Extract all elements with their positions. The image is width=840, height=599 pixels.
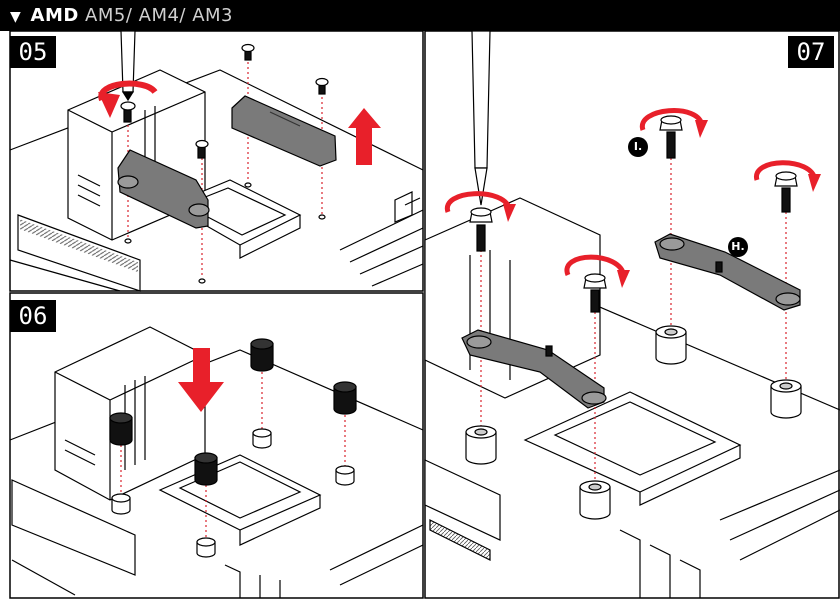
bracket-lifted bbox=[231, 95, 337, 167]
pcie-slot-07 bbox=[424, 459, 501, 541]
standoffs-base-06 bbox=[111, 428, 355, 558]
header-bar: ▼ AMD AM5/ AM4/ AM3 bbox=[0, 0, 840, 31]
rotation-arrows-07 bbox=[445, 108, 818, 277]
panel-06-drawing bbox=[9, 326, 424, 598]
header-sockets: AM5/ AM4/ AM3 bbox=[85, 5, 234, 26]
panel-06 bbox=[9, 292, 424, 599]
header-title: ▼ AMD AM5/ AM4/ AM3 bbox=[10, 5, 233, 26]
screws-05 bbox=[120, 43, 329, 159]
panel-05-drawing bbox=[9, 30, 424, 292]
bracket-upper bbox=[654, 233, 801, 311]
screws-07 bbox=[469, 115, 798, 313]
screwdriver-07 bbox=[471, 30, 491, 169]
step-badge-07: 07 bbox=[788, 36, 834, 68]
panel-05 bbox=[9, 30, 424, 292]
step-badge-05: 05 bbox=[10, 36, 56, 68]
step-badge-06: 06 bbox=[10, 300, 56, 332]
standoffs-07 bbox=[465, 325, 802, 520]
black-standoffs-06 bbox=[109, 338, 357, 486]
triangle-down-icon: ▼ bbox=[10, 9, 22, 25]
guide-lines-06 bbox=[120, 367, 346, 542]
pcie-slot-06 bbox=[11, 479, 136, 576]
callout-h: H. bbox=[728, 237, 748, 257]
header-brand: AMD bbox=[30, 5, 79, 26]
panel-07-drawing bbox=[424, 30, 840, 598]
up-arrow bbox=[348, 108, 381, 165]
io-block-06 bbox=[54, 326, 206, 501]
callout-i: I. bbox=[628, 137, 648, 157]
down-arrow bbox=[178, 348, 224, 412]
